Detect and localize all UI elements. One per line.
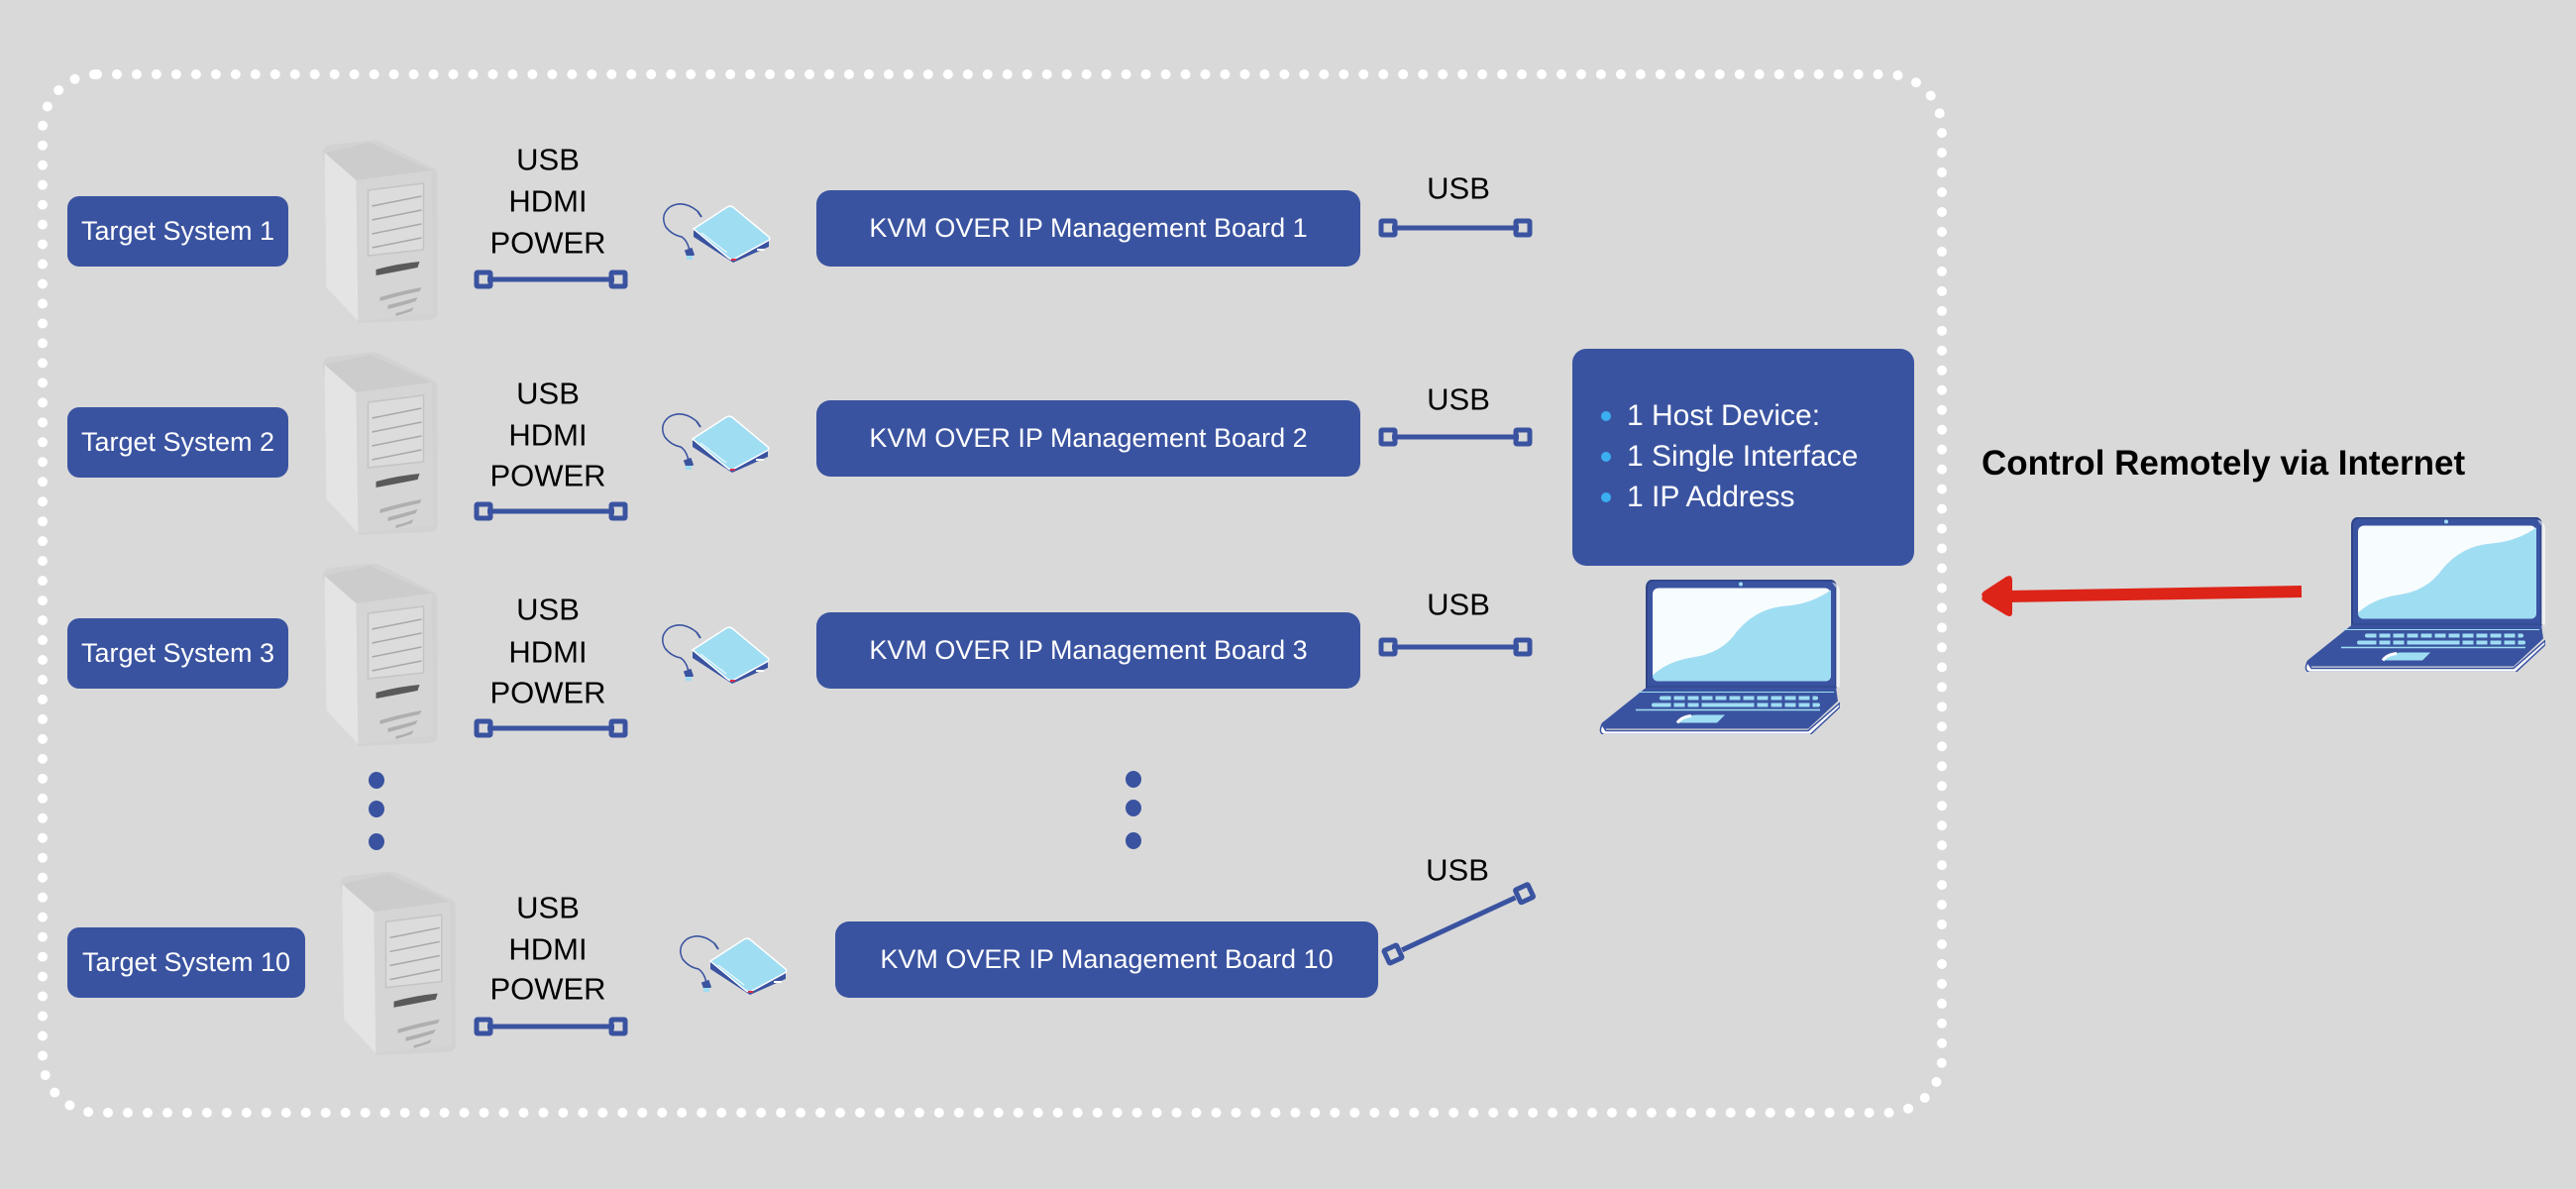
kvm-board-label: KVM OVER IP Management Board 10 xyxy=(835,921,1378,998)
ellipsis-dot xyxy=(1126,771,1141,788)
ellipsis-dot xyxy=(369,801,384,817)
feature-item: 1 Host Device: xyxy=(1627,399,1821,432)
host-features-box: 1 Host Device: 1 Single Interface 1 IP A… xyxy=(1572,349,1914,566)
bullet-icon xyxy=(1601,411,1611,421)
cable-connector-icon xyxy=(1381,882,1536,966)
ellipsis-dot xyxy=(1126,800,1141,816)
target-system-label: Target System 1 xyxy=(67,196,288,267)
bullet-icon xyxy=(1601,452,1611,462)
external-drive-icon xyxy=(658,201,774,263)
kvm-board-label: KVM OVER IP Management Board 3 xyxy=(816,612,1360,689)
cable-connector-icon xyxy=(474,1017,628,1036)
cable-label-hdmi: HDMI xyxy=(508,417,588,453)
cable-label-usb: USB xyxy=(516,142,580,177)
uplink-label-usb: USB xyxy=(1426,852,1489,888)
cable-label-usb: USB xyxy=(516,592,580,627)
cable-label-hdmi: HDMI xyxy=(508,931,588,967)
cable-connector-icon xyxy=(1378,637,1533,657)
cable-connector-icon xyxy=(474,270,628,289)
server-tower-icon xyxy=(318,139,438,323)
cable-connector-icon xyxy=(474,718,628,738)
uplink-label-usb: USB xyxy=(1427,170,1490,206)
server-tower-icon xyxy=(336,870,456,1055)
cable-label-power: POWER xyxy=(489,971,606,1007)
cable-label-power: POWER xyxy=(489,675,606,710)
cable-label-power: POWER xyxy=(489,458,606,493)
server-tower-icon xyxy=(318,562,438,746)
bullet-icon xyxy=(1601,492,1611,502)
kvm-board-label: KVM OVER IP Management Board 2 xyxy=(816,400,1360,477)
ellipsis-dot xyxy=(369,772,384,789)
feature-item: 1 IP Address xyxy=(1627,481,1795,513)
cable-connector-icon xyxy=(474,501,628,521)
uplink-label-usb: USB xyxy=(1427,587,1490,622)
uplink-label-usb: USB xyxy=(1427,381,1490,417)
cable-connector-icon xyxy=(1378,427,1533,447)
external-drive-icon xyxy=(657,622,773,684)
target-system-label: Target System 3 xyxy=(67,618,288,689)
remote-control-heading: Control Remotely via Internet xyxy=(1982,444,2466,483)
kvm-board-label: KVM OVER IP Management Board 1 xyxy=(816,190,1360,267)
host-group-frame xyxy=(38,69,1947,1118)
host-laptop-icon xyxy=(1598,580,1840,734)
remote-laptop-icon xyxy=(2304,517,2545,672)
cable-label-hdmi: HDMI xyxy=(508,183,588,219)
ellipsis-dot xyxy=(369,833,384,850)
external-drive-icon xyxy=(675,933,791,995)
cable-label-hdmi: HDMI xyxy=(508,634,588,670)
cable-label-power: POWER xyxy=(489,225,606,261)
arrow-left-icon xyxy=(1982,576,2303,616)
feature-item: 1 Single Interface xyxy=(1627,440,1859,473)
ellipsis-dot xyxy=(1126,832,1141,849)
server-tower-icon xyxy=(318,351,438,535)
external-drive-icon xyxy=(657,411,773,473)
cable-label-usb: USB xyxy=(516,890,580,925)
target-system-label: Target System 2 xyxy=(67,407,288,478)
target-system-label: Target System 10 xyxy=(67,927,305,998)
cable-label-usb: USB xyxy=(516,376,580,411)
cable-connector-icon xyxy=(1378,218,1533,238)
